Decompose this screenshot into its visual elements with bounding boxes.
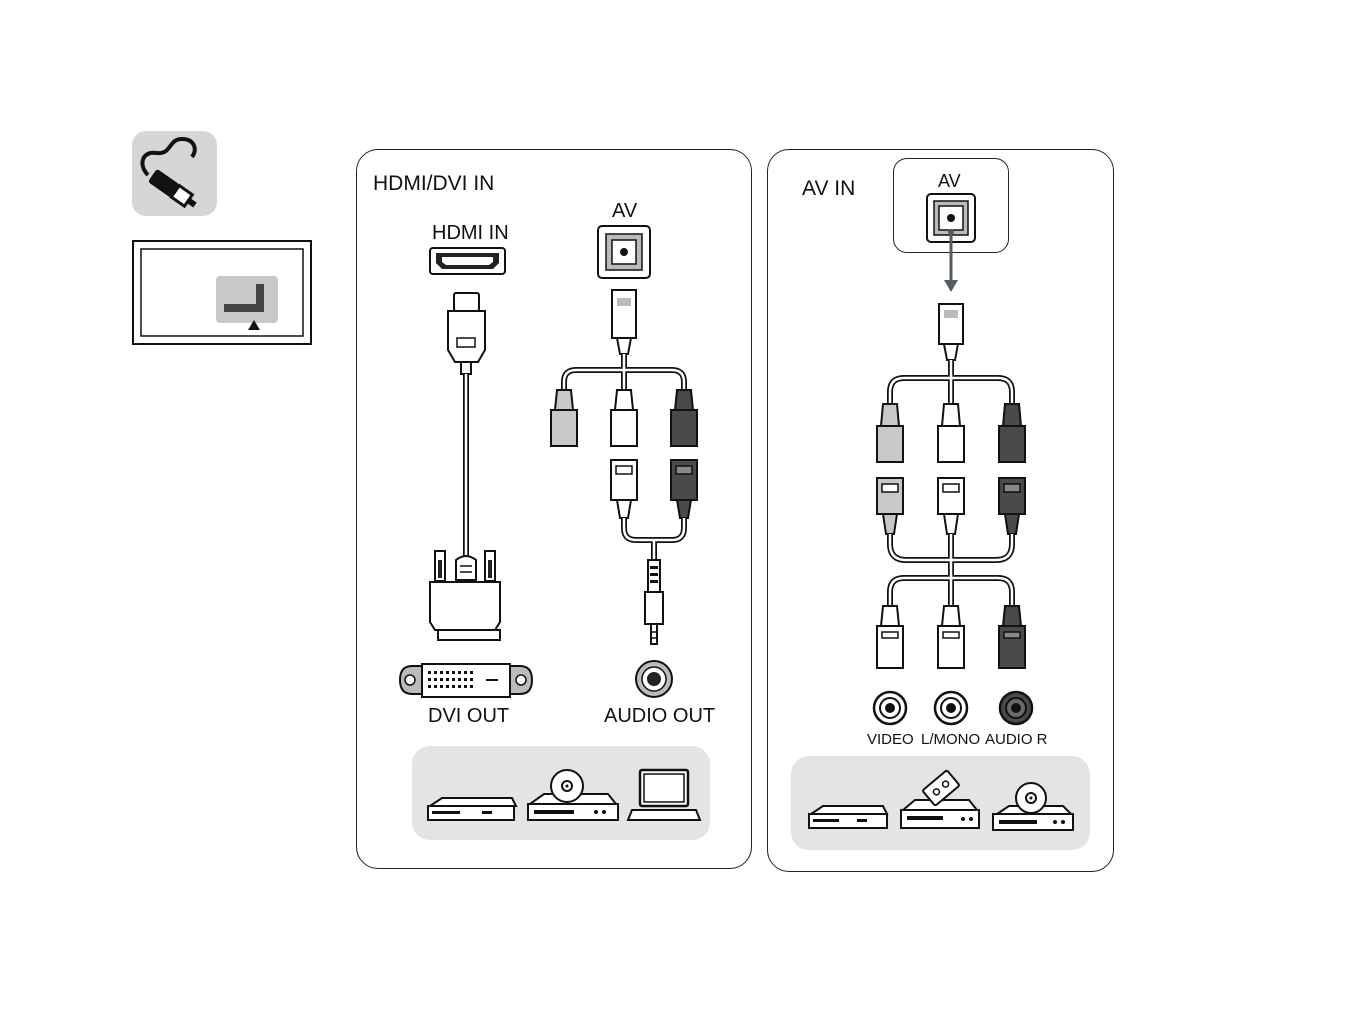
vcr-icon — [901, 770, 979, 828]
audio-r-out-jack-icon — [1000, 692, 1032, 724]
rca-plug-video-right-2 — [877, 478, 903, 534]
rca-plug-red-right-3 — [999, 606, 1025, 668]
rca-plug-red-right-2 — [999, 478, 1025, 534]
rca-plug-red-right-1 — [999, 404, 1025, 462]
av-plug-icon-right — [939, 304, 963, 360]
right-device-tray — [791, 756, 1090, 850]
rca-plug-white-right-3 — [938, 606, 964, 668]
lmono-out-jack-icon — [935, 692, 967, 724]
set-top-box-icon — [809, 806, 887, 828]
rca-plug-white-right-2 — [938, 478, 964, 534]
video-out-jack-icon — [874, 692, 906, 724]
rca-plug-video-right-3 — [877, 606, 903, 668]
rca-plug-white-right-1 — [938, 404, 964, 462]
dvd-player-icon — [993, 783, 1073, 830]
rca-plug-video-right-1 — [877, 404, 903, 462]
